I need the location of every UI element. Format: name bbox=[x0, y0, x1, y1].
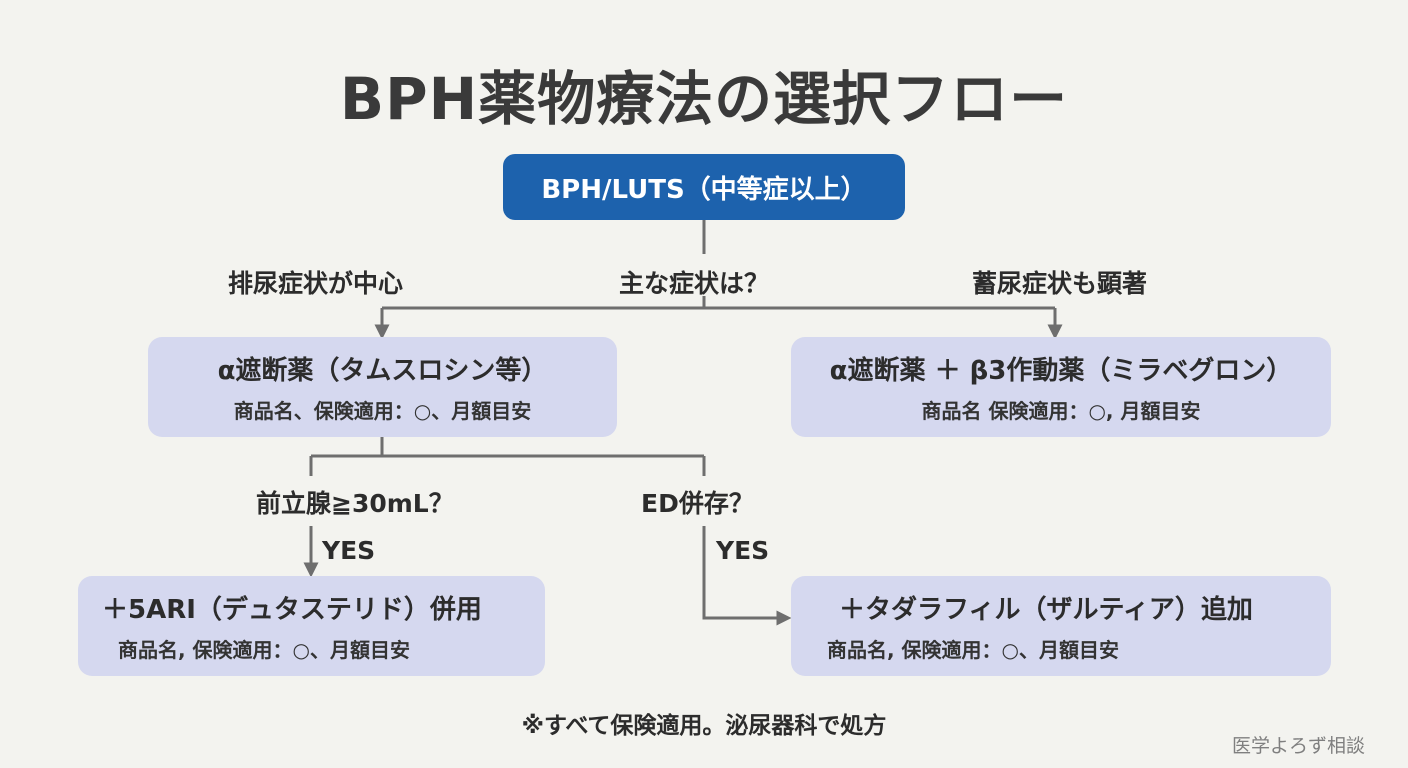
node-5ari-title: ＋5ARI（デュタステリド）併用 bbox=[102, 595, 482, 625]
node-5ari: ＋5ARI（デュタステリド）併用 商品名, 保険適用：○、月額目安 bbox=[78, 576, 545, 676]
question-prostate-volume: 前立腺≧30mL？ bbox=[256, 489, 454, 518]
watermark: 医学よろず相談 bbox=[1232, 735, 1366, 757]
node-alpha-blocker-detail: 商品名、保険適用：○、月額目安 bbox=[233, 399, 532, 423]
node-tadalafil-title: ＋タダラフィル（ザルティア）追加 bbox=[839, 595, 1253, 625]
question-ed: ED併存？ bbox=[641, 489, 754, 518]
node-alpha-blocker-title: α遮断薬（タムスロシン等） bbox=[217, 356, 548, 386]
node-5ari-detail: 商品名, 保険適用：○、月額目安 bbox=[118, 638, 411, 662]
node-tadalafil: ＋タダラフィル（ザルティア）追加 商品名, 保険適用：○、月額目安 bbox=[791, 576, 1331, 676]
root-node: BPH/LUTS（中等症以上） bbox=[503, 154, 905, 220]
branch-right-label: 蓄尿症状も顕著 bbox=[972, 269, 1148, 298]
node-tadalafil-detail: 商品名, 保険適用：○、月額目安 bbox=[827, 638, 1120, 662]
node-alpha-beta3-title: α遮断薬 ＋ β3作動薬（ミラベグロン） bbox=[829, 356, 1293, 386]
page-title: BPH薬物療法の選択フロー bbox=[339, 65, 1069, 133]
footnote: ※すべて保険適用。泌尿器科で処方 bbox=[521, 713, 887, 739]
root-node-label: BPH/LUTS（中等症以上） bbox=[541, 174, 867, 205]
yes-label-left: YES bbox=[322, 536, 376, 565]
node-alpha-beta3-detail: 商品名 保険適用：○, 月額目安 bbox=[921, 399, 1201, 423]
branch-left-label: 排尿症状が中心 bbox=[228, 269, 404, 298]
node-alpha-blocker: α遮断薬（タムスロシン等） 商品名、保険適用：○、月額目安 bbox=[148, 337, 617, 437]
question-main: 主な症状は？ bbox=[619, 269, 770, 298]
node-alpha-beta3: α遮断薬 ＋ β3作動薬（ミラベグロン） 商品名 保険適用：○, 月額目安 bbox=[791, 337, 1331, 437]
yes-label-right: YES bbox=[716, 536, 770, 565]
